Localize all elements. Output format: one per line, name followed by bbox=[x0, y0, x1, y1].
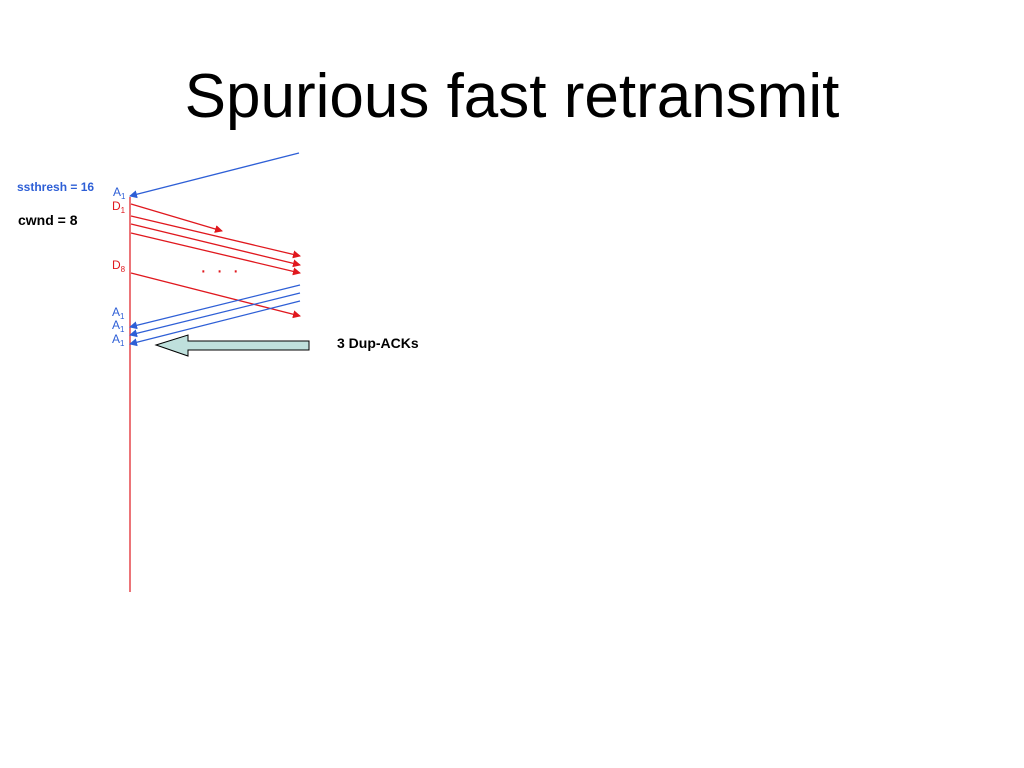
segment-label-a1-dup3: A1 bbox=[112, 332, 125, 348]
segment-label-a1-dup2: A1 bbox=[112, 318, 125, 334]
dup-ack-arrow-3 bbox=[129, 300, 301, 347]
data-arrow-1 bbox=[130, 203, 223, 233]
slide-title: Spurious fast retransmit bbox=[184, 62, 840, 131]
dup-acks-label: 3 Dup-ACKs bbox=[337, 335, 419, 351]
data-arrow-8 bbox=[130, 272, 301, 319]
segment-label-a1-first: A1 bbox=[113, 185, 126, 201]
segment-label-d8: D8 bbox=[112, 258, 126, 274]
cwnd-label: cwnd = 8 bbox=[18, 212, 78, 228]
ellipsis: · · · bbox=[200, 260, 242, 282]
data-arrow-3 bbox=[130, 223, 301, 268]
data-arrow-4 bbox=[130, 232, 301, 276]
dup-ack-arrow-2 bbox=[129, 292, 301, 338]
segment-label-a1-dup1: A1 bbox=[112, 305, 125, 321]
segment-label-d1: D1 bbox=[112, 199, 126, 215]
dup-acks-pointer-arrow bbox=[154, 334, 310, 357]
data-arrow-2 bbox=[130, 215, 301, 259]
ack-arrow-initial bbox=[129, 152, 300, 199]
dup-ack-arrow-1 bbox=[129, 284, 301, 330]
ssthresh-label: ssthresh = 16 bbox=[17, 180, 95, 194]
